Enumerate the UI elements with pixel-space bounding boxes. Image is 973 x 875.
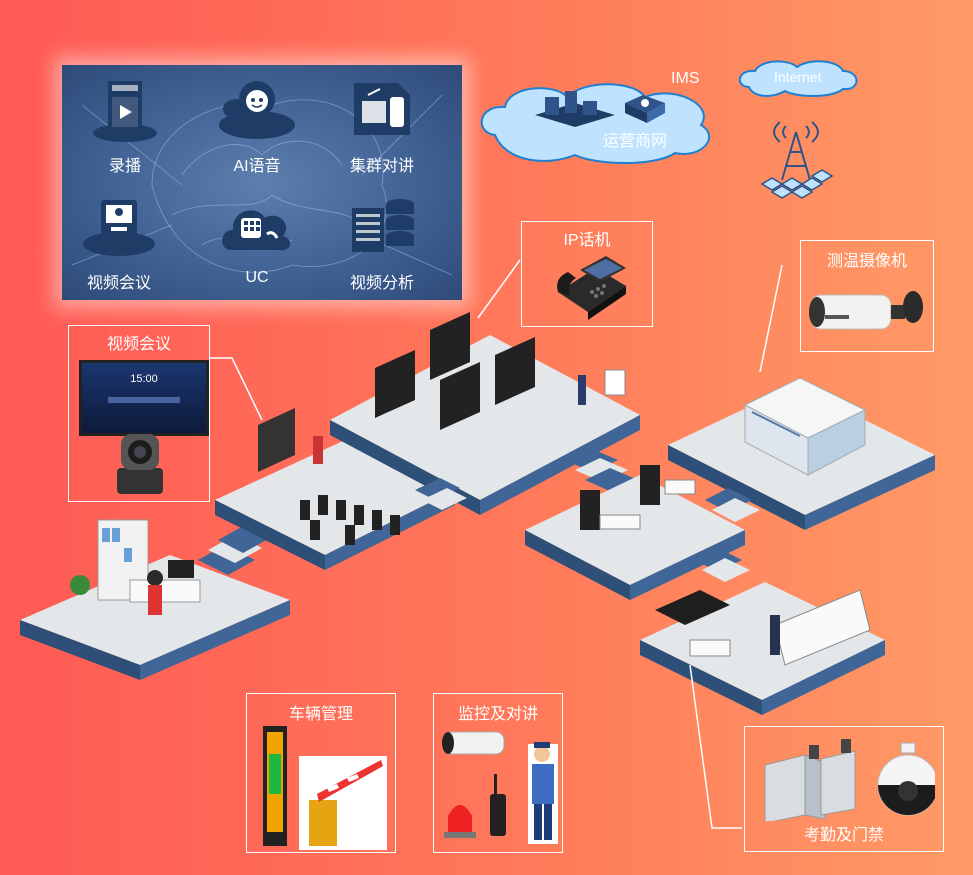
server-equipment-icon	[535, 91, 615, 127]
vehicle-management-label: 车辆管理	[288, 706, 353, 723]
uc-label: UC	[245, 269, 269, 286]
parking-barrier-icon	[263, 726, 387, 850]
service-video-conf: 视频会议	[64, 190, 174, 293]
service-recording: 录播	[70, 73, 180, 176]
dome-camera-icon	[877, 742, 935, 816]
vehicle-management-callout: 车辆管理	[246, 693, 396, 853]
cluster-talk-icon	[354, 83, 410, 135]
walkie-talkie-icon	[490, 774, 506, 836]
video-conf-callout: 视频会议 15:00	[68, 325, 210, 502]
security-guard-icon	[528, 742, 558, 844]
ip-phone-icon	[557, 256, 626, 320]
attendance-access-label: 考勤及门禁	[803, 827, 884, 844]
cluster-talk-label: 集群对讲	[349, 158, 414, 175]
internet-label: Internet	[774, 69, 822, 85]
bullet-camera-icon	[442, 731, 505, 755]
video-analysis-label: 视频分析	[349, 275, 414, 292]
video-conf-service-label: 视频会议	[86, 275, 151, 292]
internet-cloud	[739, 60, 858, 97]
thermal-camera-callout: 测温摄像机	[800, 240, 934, 352]
service-uc: UC	[202, 190, 312, 287]
cell-tower-icon	[760, 121, 834, 199]
uc-icon	[222, 210, 291, 251]
screen-time: 15:00	[130, 373, 158, 385]
service-video-analysis: 视频分析	[327, 190, 437, 293]
surveillance-callout: 监控及对讲	[433, 693, 563, 853]
video-analysis-icon	[352, 199, 414, 252]
thermal-camera-label: 测温摄像机	[826, 253, 907, 270]
reception-platform	[640, 582, 885, 715]
conference-camera-icon	[117, 434, 163, 494]
alarm-light-icon	[444, 805, 476, 838]
ims-label: IMS	[671, 70, 700, 87]
right-office-platform	[525, 465, 745, 600]
ip-phone-label: IP话机	[563, 232, 611, 249]
video-conf-icon	[83, 200, 155, 256]
service-ai-voice: AI语音	[202, 73, 312, 176]
recording-icon	[93, 81, 157, 142]
attendance-access-callout: 考勤及门禁	[744, 726, 944, 852]
thermal-camera-icon	[809, 291, 923, 330]
office-platform-left	[20, 519, 290, 680]
callout-connectors	[210, 259, 783, 829]
ip-phone-callout: IP话机	[521, 221, 653, 327]
store-platform	[668, 377, 935, 530]
services-panel: 录播 AI语音 集群对讲 视频会议	[62, 65, 462, 300]
video-conf-callout-label: 视频会议	[106, 336, 171, 353]
ai-voice-icon	[219, 81, 295, 139]
surveillance-icons	[442, 731, 558, 844]
ai-voice-label: AI语音	[233, 158, 281, 175]
surveillance-label: 监控及对讲	[457, 706, 538, 723]
video-conf-screen: 15:00	[79, 360, 209, 436]
stairs-right	[695, 488, 760, 582]
recording-label: 录播	[108, 158, 141, 175]
ims-box-icon	[625, 95, 665, 123]
carrier-network-label: 运营商网	[603, 133, 668, 150]
turnstile-gate-icon	[764, 739, 856, 821]
carrier-network-cloud	[480, 83, 710, 164]
access-gate-icons	[764, 739, 935, 821]
service-cluster-talk: 集群对讲	[327, 73, 437, 176]
